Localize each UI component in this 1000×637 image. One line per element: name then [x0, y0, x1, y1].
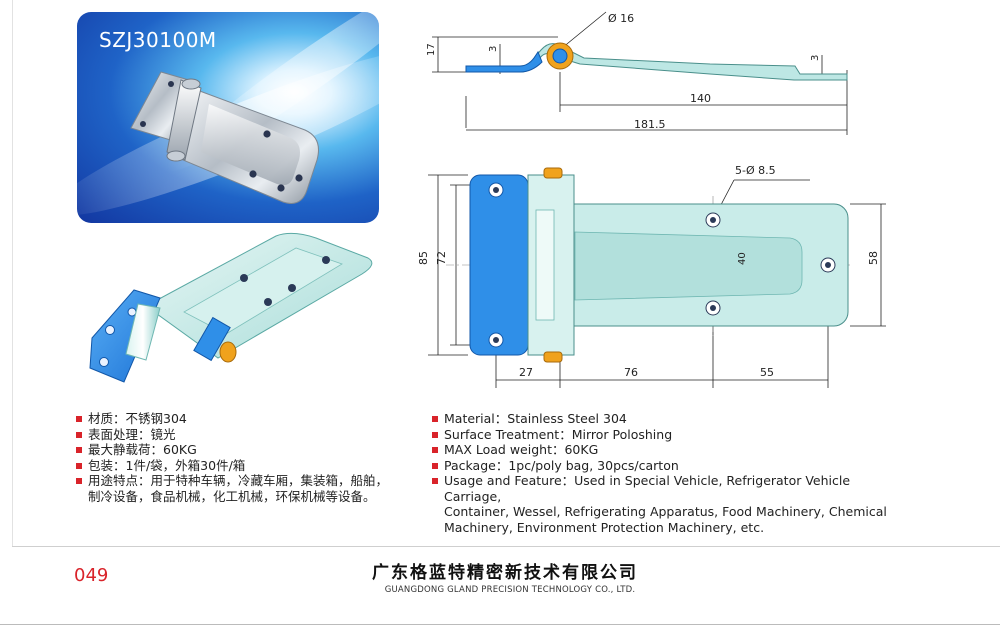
dim-len-140: 140	[690, 92, 711, 105]
dim-w-76: 76	[624, 366, 638, 379]
spec-surface-en: Surface Treatment：Mirror Poloshing	[431, 427, 901, 443]
spec-usage-en-cont1: Container, Wessel, Refrigerating Apparat…	[444, 504, 887, 519]
spec-load-cn: 最大静载荷：60KG	[75, 442, 415, 458]
page-number: 049	[74, 565, 109, 586]
dim-height-58: 58	[867, 251, 880, 265]
dim-holes: 5-Ø 8.5	[735, 164, 776, 177]
specs-chinese: 材质：不锈钢304 表面处理：镜光 最大静载荷：60KG 包装：1件/袋，外箱3…	[75, 411, 415, 504]
spec-usage-en: Usage and Feature：Used in Special Vehicl…	[431, 473, 901, 504]
company-name-en: GUANGDONG GLAND PRECISION TECHNOLOGY CO.…	[384, 585, 636, 595]
stainless-hinge-image	[130, 71, 319, 204]
left-rule	[12, 0, 13, 546]
spec-load-en: MAX Load weight：60KG	[431, 442, 901, 458]
dim-height-17: 17	[426, 43, 437, 56]
footer-divider	[12, 546, 1000, 547]
dim-height-72: 72	[435, 251, 448, 265]
dim-thick-left: 3	[488, 46, 499, 52]
spec-usage-cn: 用途特点：用于特种车辆，冷藏车厢，集装箱，船舶，	[75, 473, 415, 489]
spec-material-cn: 材质：不锈钢304	[75, 411, 415, 427]
dim-hole-dia: Ø 16	[608, 12, 634, 25]
spec-package-en: Package：1pc/poly bag, 30pcs/carton	[431, 458, 901, 474]
spec-package-cn: 包装：1件/袋，外箱30件/箱	[75, 458, 415, 474]
dim-len-181: 181.5	[634, 118, 666, 131]
dim-height-85: 85	[417, 251, 430, 265]
dim-w-27: 27	[519, 366, 533, 379]
spec-usage-en-cont2: Machinery, Environment Protection Machin…	[444, 519, 765, 535]
spec-material-en: Material：Stainless Steel 304	[431, 411, 901, 427]
model-code: SZJ30100M	[99, 28, 217, 52]
spec-usage-cn-cont: 制冷设备，食品机械，化工机械，环保机械等设备。	[88, 488, 376, 504]
bottom-rule	[0, 624, 1000, 625]
company-name-cn: 广东格蓝特精密新技术有限公司	[372, 563, 638, 583]
dim-w-55: 55	[760, 366, 774, 379]
specs-english: Material：Stainless Steel 304 Surface Tre…	[431, 411, 901, 535]
dim-height-40: 40	[737, 252, 748, 265]
dim-thick-right: 3	[810, 55, 821, 61]
spec-surface-cn: 表面处理：镜光	[75, 427, 415, 443]
product-photo: SZJ30100M	[77, 12, 379, 223]
technical-drawing: Ø 16 17 3 3 140 181.5	[417, 11, 886, 388]
hinge-3d-illustration	[89, 232, 373, 383]
